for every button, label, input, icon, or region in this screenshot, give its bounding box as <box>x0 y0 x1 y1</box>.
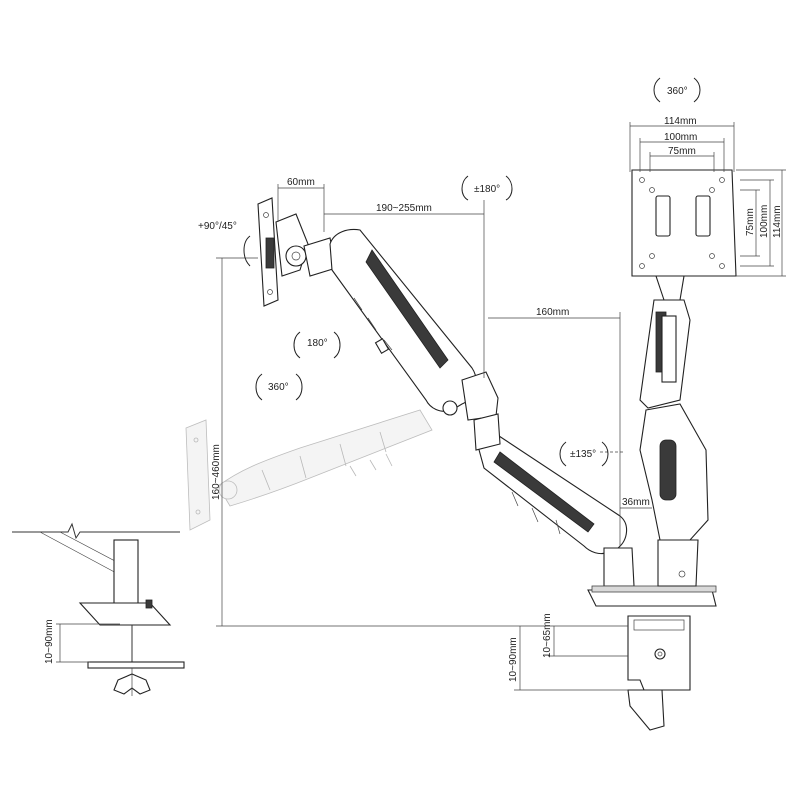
vesa-slot-left <box>655 195 671 237</box>
label-clamp-right-outer: 10~90mm <box>508 637 519 682</box>
elbow-connector <box>461 371 499 421</box>
side-vesa-plate <box>631 169 737 277</box>
label-vesa-114-h: 114mm <box>664 116 697 127</box>
label-60mm: 60mm <box>287 177 315 188</box>
label-vesa-100-v: 100mm <box>759 205 770 238</box>
labels: 60mm 190~255mm 160mm 36mm 160~460mm 114m… <box>198 86 783 682</box>
side-base-pole <box>657 539 699 587</box>
tilt-arrow-icon <box>243 235 251 267</box>
rotation-arrows <box>243 77 701 467</box>
elbow-pivot <box>442 400 458 416</box>
label-swivel-top-360: 360° <box>667 86 688 97</box>
clamp-knob <box>145 599 153 609</box>
base-pole <box>603 547 635 587</box>
label-190-255mm: 190~255mm <box>376 203 432 214</box>
label-base-135: ±135° <box>570 449 596 460</box>
ghost-monitor-plate <box>185 419 211 531</box>
clamp-bolt <box>654 648 666 660</box>
lower-arm-slot <box>493 451 595 533</box>
swivel-top-arrow-icon <box>653 77 661 103</box>
elbow-180-arrow-icon <box>461 175 469 201</box>
label-elbow-180: ±180° <box>474 184 500 195</box>
ghost-forearm <box>217 409 433 507</box>
head-joint <box>275 213 309 277</box>
base-plate <box>587 589 717 607</box>
lower-arm-joint <box>473 413 501 451</box>
label-vesa-100-h: 100mm <box>664 132 697 143</box>
label-160-460mm: 160~460mm <box>211 444 222 500</box>
side-view <box>631 169 737 587</box>
desk-break-line <box>12 522 180 540</box>
label-rotate-180: 180° <box>307 338 328 349</box>
label-36mm: 36mm <box>622 497 650 508</box>
side-lower-slot <box>659 439 677 501</box>
upper-forearm <box>329 228 477 412</box>
swivel-360-arrow-icon <box>255 373 263 401</box>
head-plate-slot <box>265 237 275 269</box>
label-swivel-360: 360° <box>268 382 289 393</box>
vesa-slot-right <box>695 195 711 237</box>
clamp-pole <box>113 539 139 611</box>
label-vesa-114-v: 114mm <box>772 205 783 238</box>
clamp-detail: 10~90mm <box>12 522 185 696</box>
clamp-top-plate <box>78 602 172 626</box>
rotate-180-arrow-icon <box>293 331 301 359</box>
right-clamp-foot <box>627 689 665 731</box>
clamp-left-label: 10~90mm <box>44 619 55 664</box>
label-160mm: 160mm <box>536 307 569 318</box>
label-clamp-right-inner: 10~65mm <box>542 613 553 658</box>
base-135-arrow-icon <box>559 441 567 467</box>
head-rotation-knob <box>285 245 307 267</box>
label-vesa-75-h: 75mm <box>668 146 696 157</box>
ghost-arm <box>185 409 433 531</box>
clamp-bottom-plate <box>87 661 185 669</box>
forearm-slot <box>365 249 449 369</box>
side-arm-cover <box>661 315 677 383</box>
main-arm <box>257 197 717 731</box>
label-vesa-75-v: 75mm <box>745 208 756 236</box>
side-head-neck <box>655 275 685 301</box>
label-tilt: +90°/45° <box>198 221 237 232</box>
dimension-lines <box>216 122 786 691</box>
base-plate-top <box>591 585 717 593</box>
